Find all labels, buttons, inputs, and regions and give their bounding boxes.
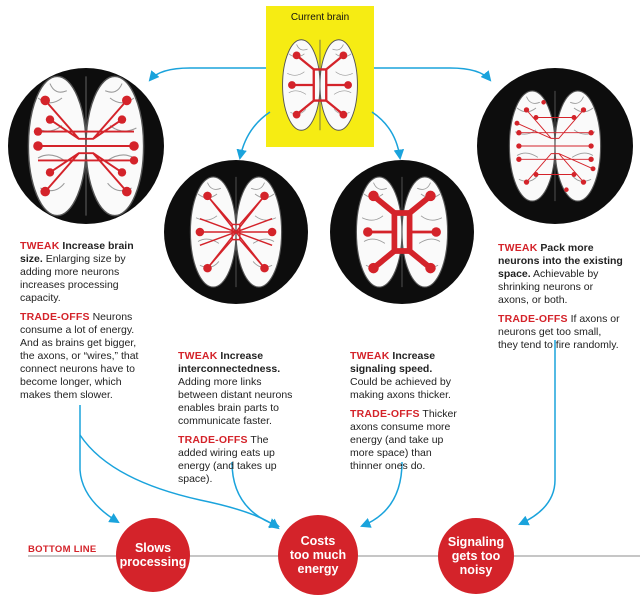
outcome-costs-energy: Costs too much energy bbox=[278, 515, 358, 595]
outcome-text: Costs too much energy bbox=[289, 534, 347, 576]
tweak-body: Could be achieved by making axons thicke… bbox=[350, 376, 451, 401]
panel-pack-text: TWEAK Pack more neurons into the existin… bbox=[498, 242, 623, 358]
panel-size-text: TWEAK Increase brain size. Enlarging siz… bbox=[20, 240, 145, 408]
tradeoff-body: If axons or neurons get too small, they … bbox=[498, 313, 620, 351]
tradeoff-body: The added wiring eats up energy (and tak… bbox=[178, 434, 277, 485]
current-brain-image bbox=[282, 39, 358, 131]
tweak-keyword: TWEAK bbox=[178, 350, 218, 362]
outcome-slows-processing: Slows processing bbox=[116, 518, 190, 592]
outcome-signaling-noisy: Signaling gets too noisy bbox=[438, 518, 514, 594]
tweak-keyword: TWEAK bbox=[350, 350, 390, 362]
tradeoff-body: Neurons consume a lot of energy. And as … bbox=[20, 311, 139, 401]
tweak-title: Increase interconnectedness. bbox=[178, 350, 281, 375]
brain-pack-image bbox=[508, 90, 602, 202]
brain-interconnect-image bbox=[189, 176, 283, 288]
arrow-size-to-slows bbox=[79, 405, 120, 524]
tweak-title: Increase brain size. bbox=[20, 240, 134, 265]
tweak-body: Achievable by shrinking neurons or axons… bbox=[498, 268, 599, 306]
tradeoff-keyword: TRADE-OFFS bbox=[498, 313, 568, 325]
tweak-title: Increase signaling speed. bbox=[350, 350, 436, 375]
tradeoff-keyword: TRADE-OFFS bbox=[178, 434, 248, 446]
tradeoff-body: Thicker axons consume more energy (and t… bbox=[350, 408, 457, 472]
tradeoff-keyword: TRADE-OFFS bbox=[350, 408, 420, 420]
tweak-body: Enlarging size by adding more neurons in… bbox=[20, 253, 126, 304]
arrow-interconnect-to-costs bbox=[231, 461, 280, 529]
tweak-title: Pack more neurons into the existing spac… bbox=[498, 242, 623, 280]
arrow-pack-to-noisy bbox=[518, 340, 556, 526]
tradeoff-keyword: TRADE-OFFS bbox=[20, 311, 90, 323]
bottom-line-label: BOTTOM LINE bbox=[28, 544, 97, 555]
brain-speed-image bbox=[355, 176, 449, 288]
outcome-text: Signaling gets too noisy bbox=[447, 535, 505, 577]
panel-interconnect-text: TWEAK Increase interconnectedness. Addin… bbox=[178, 350, 298, 492]
current-brain-label: Current brain bbox=[290, 12, 350, 23]
arrow-speed-to-costs bbox=[360, 461, 403, 528]
arrow-to-pack bbox=[374, 67, 492, 82]
tweak-keyword: TWEAK bbox=[498, 242, 538, 254]
brain-size-image bbox=[27, 75, 145, 217]
arrow-to-speed bbox=[371, 111, 405, 161]
arrow-to-size bbox=[148, 67, 266, 82]
tweak-body: Adding more links between distant neuron… bbox=[178, 376, 293, 427]
arrow-to-interconnect bbox=[236, 111, 271, 161]
tweak-keyword: TWEAK bbox=[20, 240, 60, 252]
panel-speed-text: TWEAK Increase signaling speed. Could be… bbox=[350, 350, 460, 479]
outcome-text: Slows processing bbox=[119, 541, 187, 569]
